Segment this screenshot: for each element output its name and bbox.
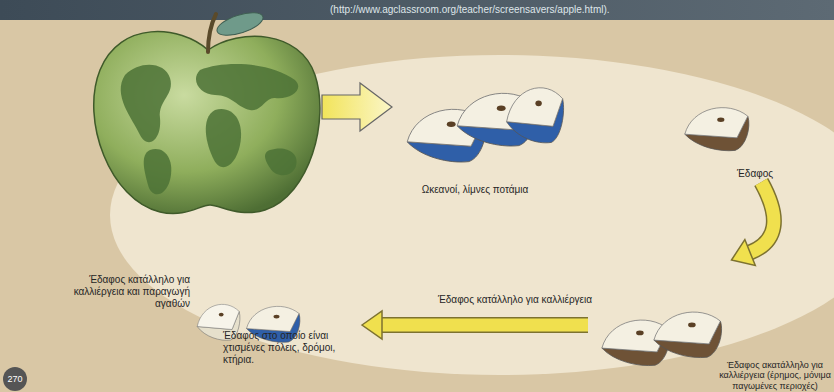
earth-apple: [94, 8, 320, 214]
page-number: 270: [4, 374, 26, 384]
top-strip: [0, 0, 834, 20]
arrow-outline: [382, 317, 588, 333]
arrow-shaft: [750, 182, 774, 253]
source-url: (http://www.agclassroom.org/teacher/scre…: [330, 4, 610, 15]
node-group: Έδαφος κατάλληλο για καλλιέργεια και παρ…: [40, 262, 360, 380]
caption: Έδαφος: [720, 168, 790, 180]
flow-arrow: [362, 311, 588, 339]
caption: Έδαφος ακατάλληλο για καλλιέργεια (έρημο…: [718, 360, 832, 392]
unsuitable-soil-slices: [602, 312, 722, 365]
flow-arrow: [322, 83, 392, 131]
arrow-head: [362, 311, 382, 339]
caption: Έδαφος στο οποίο είναι χτισμένες πόλεις,…: [223, 330, 355, 366]
node-group: Έδαφος ακατάλληλο για καλλιέργεια (έρημο…: [590, 262, 834, 392]
flow-arrow: [732, 182, 774, 266]
node-group: Ωκεανοί, λίμνες ποτάμια: [395, 70, 555, 198]
arrow-head: [732, 240, 756, 266]
node-group: Έδαφος: [675, 92, 790, 180]
soil-slice: [685, 108, 749, 151]
caption: Έδαφος κατάλληλο για καλλιέργεια και παρ…: [40, 274, 190, 310]
arrow-outline: [750, 182, 774, 253]
arrow-shaft: [382, 319, 588, 332]
arrow-label: Έδαφος κατάλληλο για καλλιέργεια: [438, 294, 592, 305]
caption: Ωκεανοί, λίμνες ποτάμια: [395, 184, 555, 196]
page-number-badge: [3, 367, 27, 391]
water-slices: [407, 88, 563, 162]
